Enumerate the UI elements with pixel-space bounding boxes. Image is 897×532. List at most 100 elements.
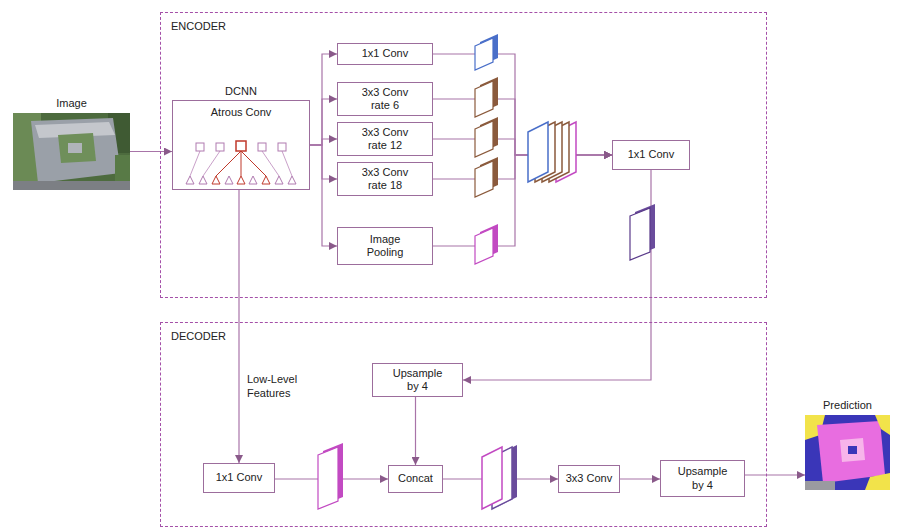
connector-arrow — [310, 145, 337, 179]
connector-arrow — [433, 155, 612, 246]
image-caption: Image — [0, 97, 150, 110]
connector-arrow — [463, 170, 651, 380]
drawing-part — [190, 151, 200, 176]
connector-arrow — [310, 54, 337, 145]
region-heading: DECODER — [171, 330, 226, 343]
output-image: Prediction — [805, 415, 890, 490]
drawing-part — [475, 228, 493, 264]
upsample-box: Upsample by 4 — [660, 460, 745, 497]
connector-arrow — [745, 474, 805, 475]
drawing-part — [199, 176, 207, 184]
drawing-part — [13, 181, 130, 190]
connector-arrow — [433, 99, 612, 155]
connector-arrow — [433, 155, 612, 179]
drawing-part — [225, 176, 233, 184]
connector-arrow — [310, 145, 337, 246]
drawing-part — [262, 151, 279, 176]
drawing-part — [216, 143, 224, 151]
drawing-part — [475, 38, 493, 70]
drawing-part — [68, 143, 82, 153]
decoder-region: DECODER Upsample by 4 1x1 Conv Concat 3x3 Co… — [160, 322, 767, 527]
drawing-part — [475, 81, 493, 117]
feature-map — [475, 34, 498, 264]
drawing-part — [875, 415, 890, 435]
drawing-part — [840, 438, 865, 462]
box-label: Image Pooling — [355, 233, 415, 259]
drawing-part — [318, 447, 338, 509]
box-label: 1x1 Conv — [216, 471, 262, 484]
connector-arrow — [310, 99, 337, 145]
drawing-part — [212, 176, 220, 184]
drawing-part — [865, 473, 890, 490]
connector-arrow — [415, 397, 416, 465]
drawing-part — [288, 176, 296, 184]
drawing-part — [186, 176, 194, 184]
drawing-part — [236, 141, 246, 151]
drawing-part — [115, 155, 130, 181]
input-image: Image — [13, 113, 130, 190]
drawing-part — [262, 176, 270, 184]
conv-box: 1x1 Conv — [612, 140, 690, 170]
drawing-part — [258, 143, 266, 151]
drawing-part — [848, 446, 857, 454]
feature-map — [318, 443, 343, 509]
encoder-region: ENCODER DCNNAtrous Conv 1x1 Conv 3x3 Conv r… — [160, 12, 767, 298]
drawing-part — [275, 176, 283, 184]
box-label: Atrous Conv — [173, 106, 309, 119]
drawing-part — [630, 208, 650, 260]
pooling-box: Image Pooling — [337, 227, 433, 265]
drawing-part — [196, 143, 204, 151]
feature-stack — [528, 122, 576, 182]
region-heading: ENCODER — [171, 20, 226, 33]
connector-arrow — [310, 139, 337, 145]
conv-box: 1x1 Conv — [337, 43, 433, 65]
drawing-part — [482, 447, 502, 509]
segmentation-map — [805, 415, 890, 490]
connector-arrow — [130, 151, 172, 152]
backbone-box: DCNNAtrous Conv — [172, 100, 310, 190]
drawing-part — [805, 415, 890, 490]
connector-arrow — [238, 190, 239, 463]
aerial-photo — [13, 113, 130, 190]
upsample-box: Upsample by 4 — [372, 363, 463, 397]
edge-label: Low-Level Features — [245, 373, 319, 399]
drawing-part — [475, 121, 493, 157]
drawing-part — [13, 113, 130, 190]
drawing-part — [241, 151, 242, 176]
drawing-part — [278, 143, 286, 151]
drawing-part — [31, 118, 121, 183]
box-label: 3x3 Conv rate 18 — [355, 166, 415, 192]
box-label: 3x3 Conv — [566, 472, 612, 485]
drawing-part — [203, 151, 220, 176]
drawing-part — [216, 151, 241, 176]
box-heading: DCNN — [153, 85, 329, 98]
conv-box: 3x3 Conv rate 12 — [337, 122, 433, 156]
box-label: Concat — [398, 472, 433, 485]
drawing-part — [241, 151, 266, 176]
box-label: 1x1 Conv — [628, 148, 674, 161]
connector-arrow — [433, 54, 612, 155]
concat-box: Concat — [388, 465, 443, 493]
conv-box: 3x3 Conv rate 6 — [337, 82, 433, 116]
drawing-part — [805, 481, 835, 490]
box-label: 1x1 Conv — [362, 47, 408, 60]
box-label: 3x3 Conv rate 6 — [355, 86, 415, 112]
drawing-part — [237, 176, 245, 184]
atrous-conv-sketch — [186, 141, 296, 184]
drawing-part — [58, 133, 96, 163]
image-caption: Prediction — [785, 399, 897, 412]
connector-arrow — [620, 478, 660, 479]
drawing-part — [282, 151, 292, 176]
box-label: 3x3 Conv rate 12 — [355, 126, 415, 152]
conv-box: 3x3 Conv rate 18 — [337, 162, 433, 196]
box-label: Upsample by 4 — [391, 367, 445, 393]
box-label: Upsample by 4 — [676, 465, 730, 491]
feature-stack — [482, 445, 517, 509]
feature-map — [630, 204, 655, 260]
drawing-part — [817, 421, 885, 483]
connector-arrow — [433, 139, 612, 155]
